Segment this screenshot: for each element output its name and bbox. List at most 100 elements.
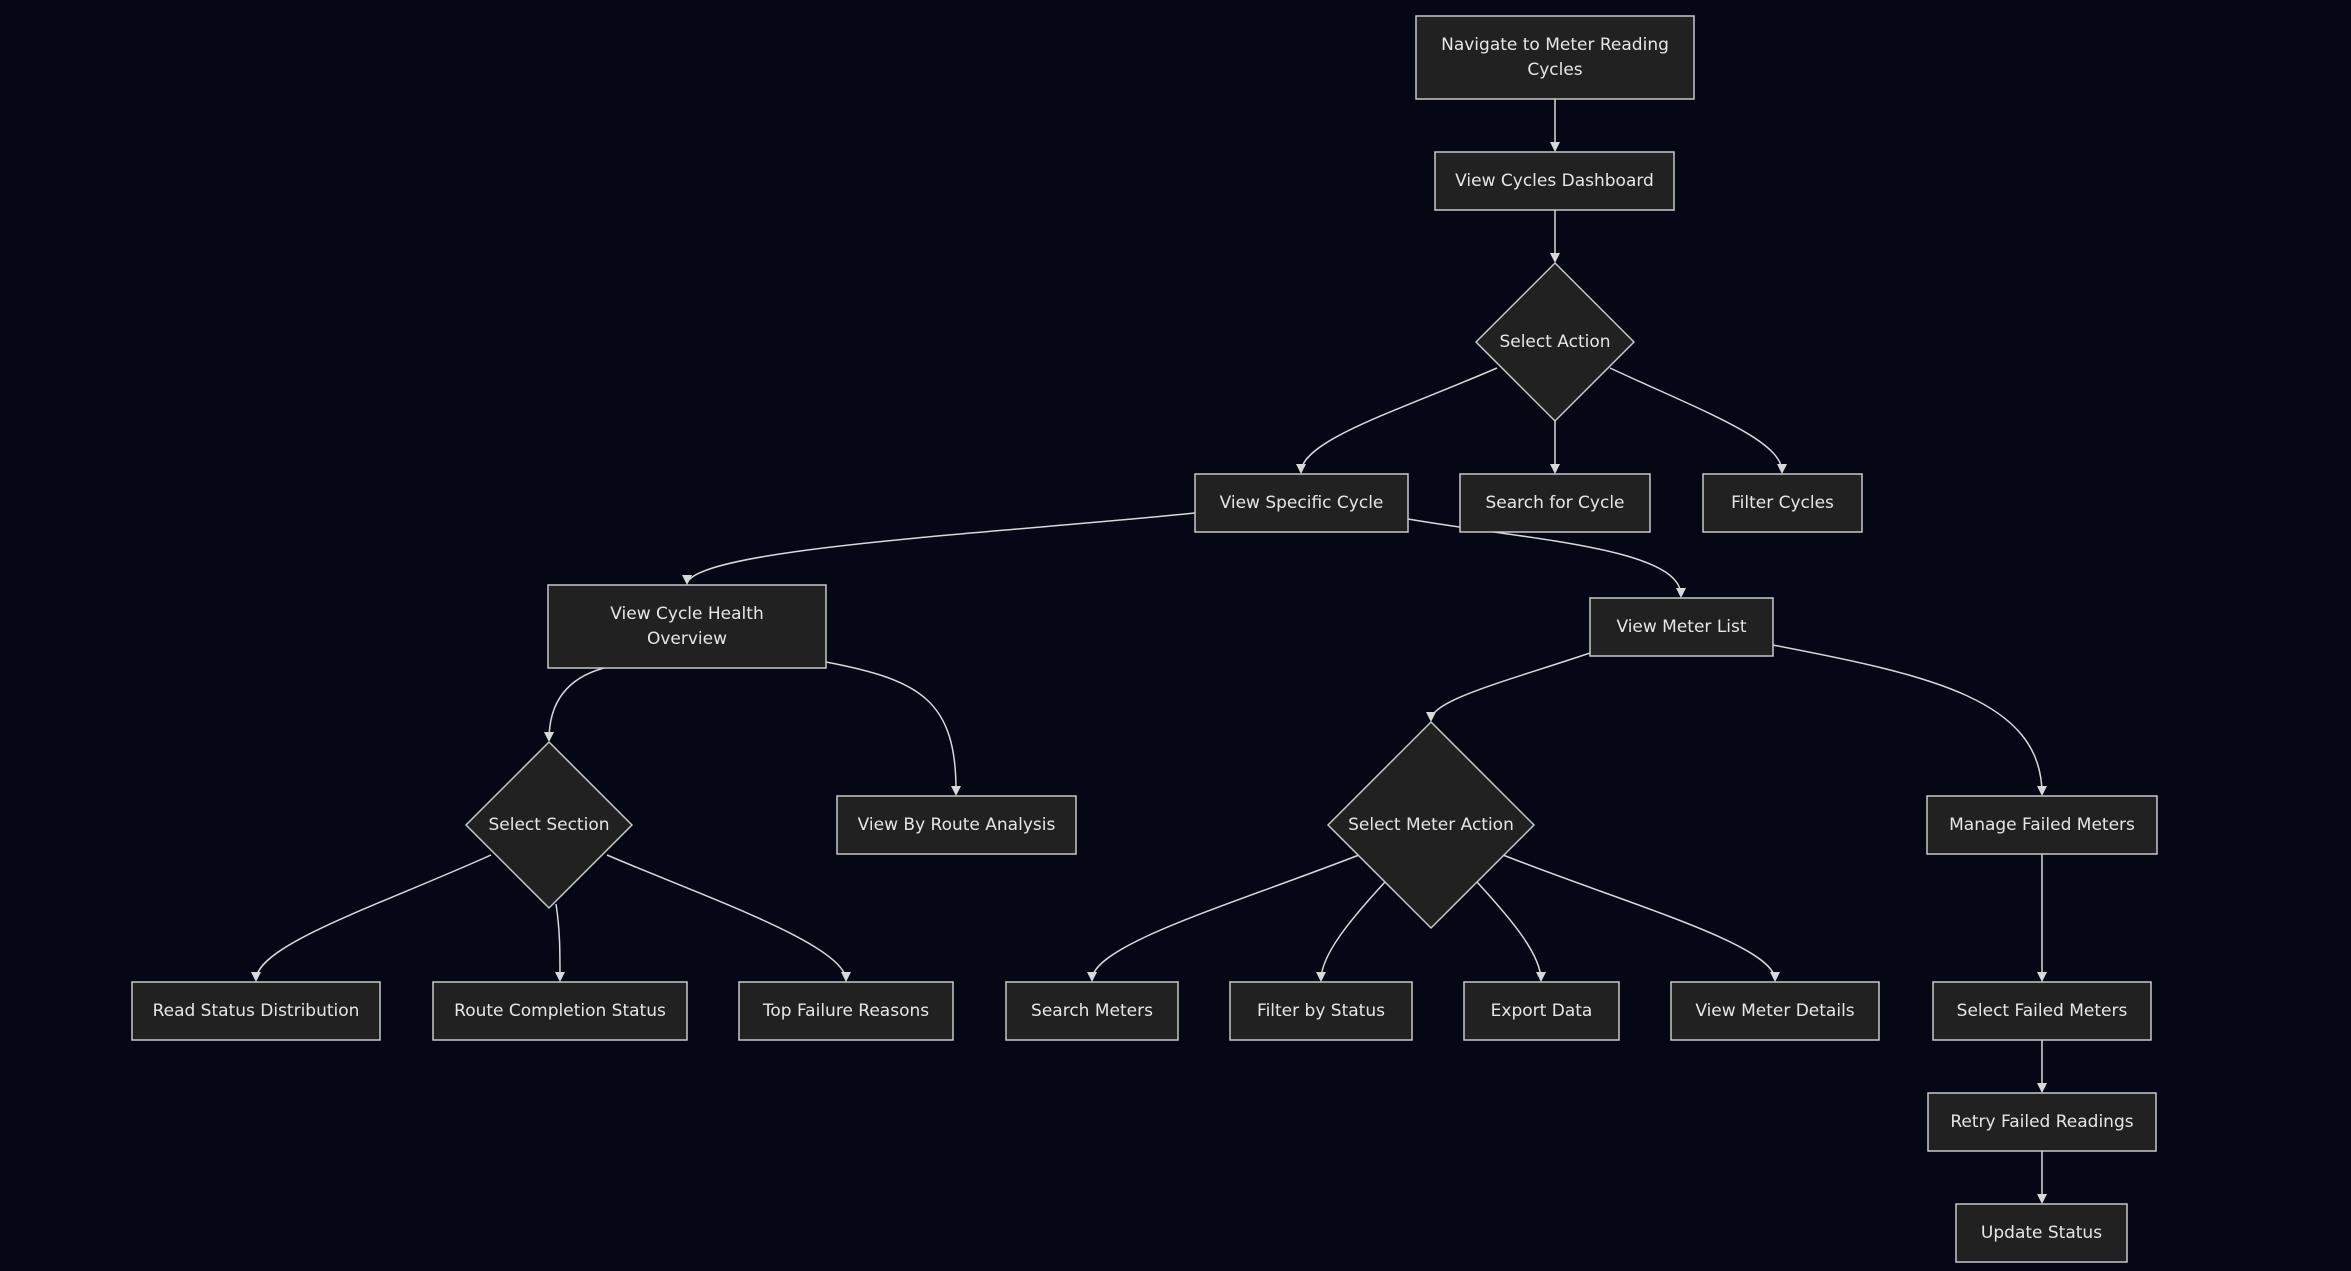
node-label: Cycles	[1527, 60, 1582, 80]
node-label: View Meter Details	[1695, 1001, 1854, 1021]
node-box	[1670, 981, 1880, 1041]
node-box	[131, 981, 381, 1041]
node-label: Route Completion Status	[454, 1001, 666, 1021]
node-filter-status[interactable]: Filter by Status	[1229, 981, 1413, 1041]
node-label: View By Route Analysis	[858, 815, 1056, 835]
node-search-meters[interactable]: Search Meters	[1005, 981, 1179, 1041]
node-search-cycle[interactable]: Search for Cycle	[1459, 473, 1651, 533]
arrowhead-icon	[2037, 786, 2047, 796]
node-box	[432, 981, 688, 1041]
arrowhead-icon	[1087, 972, 1097, 982]
arrowhead-icon	[1550, 464, 1560, 474]
edge-line	[1320, 881, 1386, 981]
arrowhead-icon	[682, 575, 692, 585]
node-read-status[interactable]: Read Status Distribution	[131, 981, 381, 1041]
arrowhead-icon	[555, 972, 565, 982]
arrowhead-icon	[544, 732, 554, 742]
edge-select_section-to-read_status	[251, 854, 492, 982]
edge-line	[1772, 644, 2043, 795]
node-label: Search for Cycle	[1485, 493, 1624, 513]
arrowhead-icon	[1550, 142, 1560, 152]
node-retry-failed[interactable]: Retry Failed Readings	[1927, 1092, 2157, 1152]
edge-line	[1091, 854, 1360, 981]
node-label: Filter by Status	[1257, 1001, 1385, 1021]
edge-navigate-to-dashboard	[1550, 99, 1560, 152]
node-label: View Cycles Dashboard	[1455, 171, 1654, 191]
node-label: Select Section	[488, 815, 609, 835]
edge-dashboard-to-select_action	[1550, 210, 1560, 263]
edge-meter_list-to-select_meter_action	[1426, 652, 1591, 722]
node-box	[738, 981, 954, 1041]
edge-select_meter_action-to-export_data	[1476, 881, 1546, 982]
arrowhead-icon	[1426, 712, 1436, 722]
edge-view_specific-to-meter_list	[1407, 518, 1686, 598]
edge-line	[555, 903, 561, 981]
edge-line	[606, 854, 847, 981]
node-dashboard[interactable]: View Cycles Dashboard	[1434, 151, 1675, 211]
edge-meter_list-to-manage_failed	[1772, 644, 2047, 796]
node-label: Retry Failed Readings	[1950, 1112, 2133, 1132]
edge-health_overview-to-select_section	[544, 667, 605, 742]
node-label: Filter Cycles	[1731, 493, 1834, 513]
node-route-analysis[interactable]: View By Route Analysis	[836, 795, 1077, 855]
decision-diamond	[464, 740, 634, 910]
node-filter-cycles[interactable]: Filter Cycles	[1702, 473, 1863, 533]
node-label: View Cycle Health	[610, 604, 763, 624]
node-label: Select Failed Meters	[1957, 1001, 2128, 1021]
node-select-section-decision[interactable]: Select Section	[464, 740, 634, 910]
node-box	[1589, 597, 1774, 657]
node-select-meter-action-decision[interactable]: Select Meter Action	[1326, 720, 1536, 930]
edge-retry_failed-to-update_status	[2037, 1151, 2047, 1204]
node-meter-list[interactable]: View Meter List	[1589, 597, 1774, 657]
edge-select_meter_action-to-filter_status	[1316, 881, 1386, 982]
arrowhead-icon	[951, 786, 961, 796]
node-label: Overview	[647, 629, 727, 649]
edge-line	[686, 512, 1196, 584]
node-view-specific[interactable]: View Specific Cycle	[1194, 473, 1409, 533]
node-label: Top Failure Reasons	[762, 1001, 929, 1021]
edge-line	[1300, 367, 1498, 473]
node-export-data[interactable]: Export Data	[1463, 981, 1620, 1041]
decision-diamond	[1474, 261, 1636, 423]
arrowhead-icon	[1676, 588, 1686, 598]
arrowhead-icon	[841, 972, 851, 982]
arrowhead-icon	[1536, 972, 1546, 982]
node-box	[1229, 981, 1413, 1041]
edge-line	[1609, 367, 1783, 473]
edge-select_meter_action-to-meter_details	[1502, 854, 1780, 982]
arrowhead-icon	[1316, 972, 1326, 982]
node-box	[1926, 795, 2158, 855]
node-box	[1005, 981, 1179, 1041]
node-update-status[interactable]: Update Status	[1955, 1203, 2128, 1263]
decision-diamond	[1326, 720, 1536, 930]
edge-select_action-to-filter_cycles	[1609, 367, 1787, 474]
edges-layer	[251, 99, 2047, 1204]
node-label: View Meter List	[1616, 617, 1746, 637]
edge-view_specific-to-health_overview	[682, 512, 1196, 585]
arrowhead-icon	[2037, 972, 2047, 982]
node-route-completion[interactable]: Route Completion Status	[432, 981, 688, 1041]
edge-line	[1407, 518, 1682, 597]
node-box	[1434, 151, 1675, 211]
edge-line	[825, 661, 957, 795]
node-top-failure[interactable]: Top Failure Reasons	[738, 981, 954, 1041]
arrowhead-icon	[2037, 1083, 2047, 1093]
node-box	[1463, 981, 1620, 1041]
arrowhead-icon	[1777, 464, 1787, 474]
edge-line	[1476, 881, 1542, 981]
node-manage-failed[interactable]: Manage Failed Meters	[1926, 795, 2158, 855]
node-box	[1194, 473, 1409, 533]
arrowhead-icon	[1770, 972, 1780, 982]
node-select-action-decision[interactable]: Select Action	[1474, 261, 1636, 423]
arrowhead-icon	[2037, 1194, 2047, 1204]
arrowhead-icon	[1550, 253, 1560, 263]
node-select-failed[interactable]: Select Failed Meters	[1932, 981, 2152, 1041]
node-meter-details[interactable]: View Meter Details	[1670, 981, 1880, 1041]
node-label: Select Action	[1499, 332, 1610, 352]
edge-select_meter_action-to-search_meters	[1087, 854, 1360, 982]
node-label: Read Status Distribution	[153, 1001, 360, 1021]
